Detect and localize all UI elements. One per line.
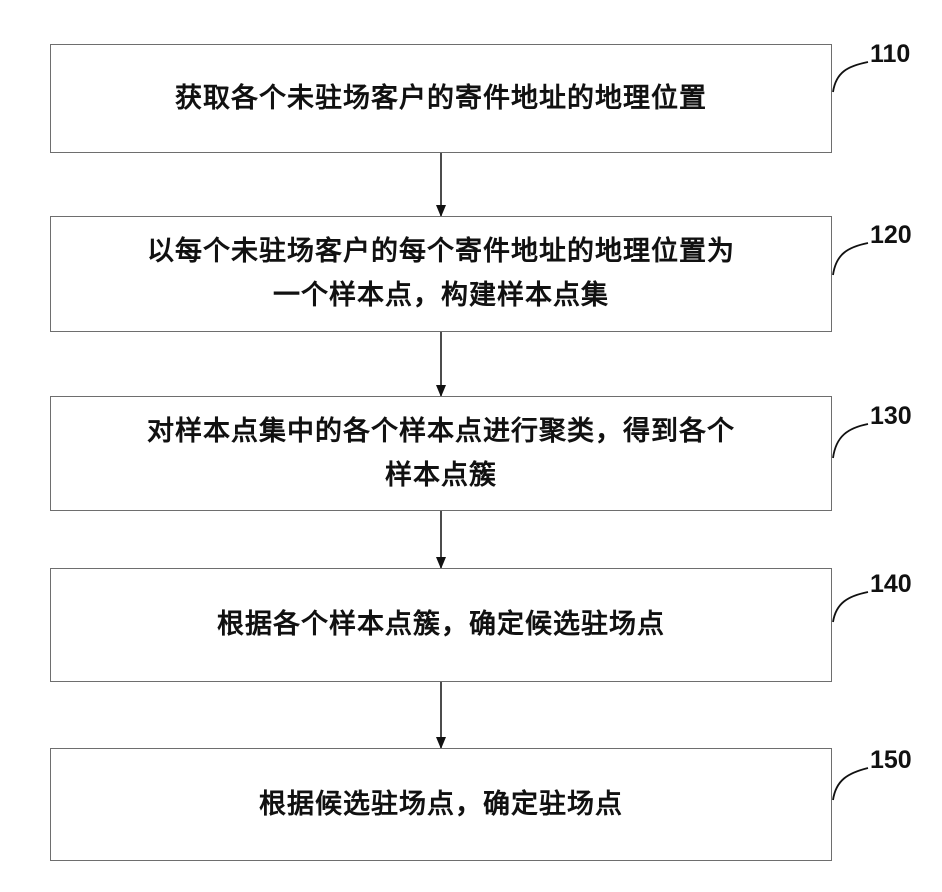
step-box-120: 以每个未驻场客户的每个寄件地址的地理位置为 一个样本点，构建样本点集 [50, 216, 832, 332]
step-text-140-line1: 根据各个样本点簇，确定候选驻场点 [217, 603, 665, 647]
step-text-120-line2: 一个样本点，构建样本点集 [147, 274, 735, 318]
leader-140 [833, 592, 868, 622]
step-box-140: 根据各个样本点簇，确定候选驻场点 [50, 568, 832, 682]
step-text-130-line1: 对样本点集中的各个样本点进行聚类，得到各个 [147, 410, 735, 454]
step-number-140: 140 [870, 570, 912, 599]
step-number-150: 150 [870, 746, 912, 775]
step-number-120: 120 [870, 221, 912, 250]
step-text-110-line1: 获取各个未驻场客户的寄件地址的地理位置 [175, 77, 707, 121]
step-number-130: 130 [870, 402, 912, 431]
step-text-120-line1: 以每个未驻场客户的每个寄件地址的地理位置为 [147, 230, 735, 274]
step-box-150: 根据候选驻场点，确定驻场点 [50, 748, 832, 861]
step-box-130: 对样本点集中的各个样本点进行聚类，得到各个 样本点簇 [50, 396, 832, 511]
leader-150 [833, 768, 868, 800]
leader-130 [833, 424, 868, 458]
step-text-150-line1: 根据候选驻场点，确定驻场点 [259, 783, 623, 827]
step-number-110: 110 [870, 40, 910, 69]
leader-110 [833, 62, 868, 92]
step-box-110: 获取各个未驻场客户的寄件地址的地理位置 [50, 44, 832, 153]
step-text-130-line2: 样本点簇 [147, 454, 735, 498]
leader-120 [833, 243, 868, 275]
